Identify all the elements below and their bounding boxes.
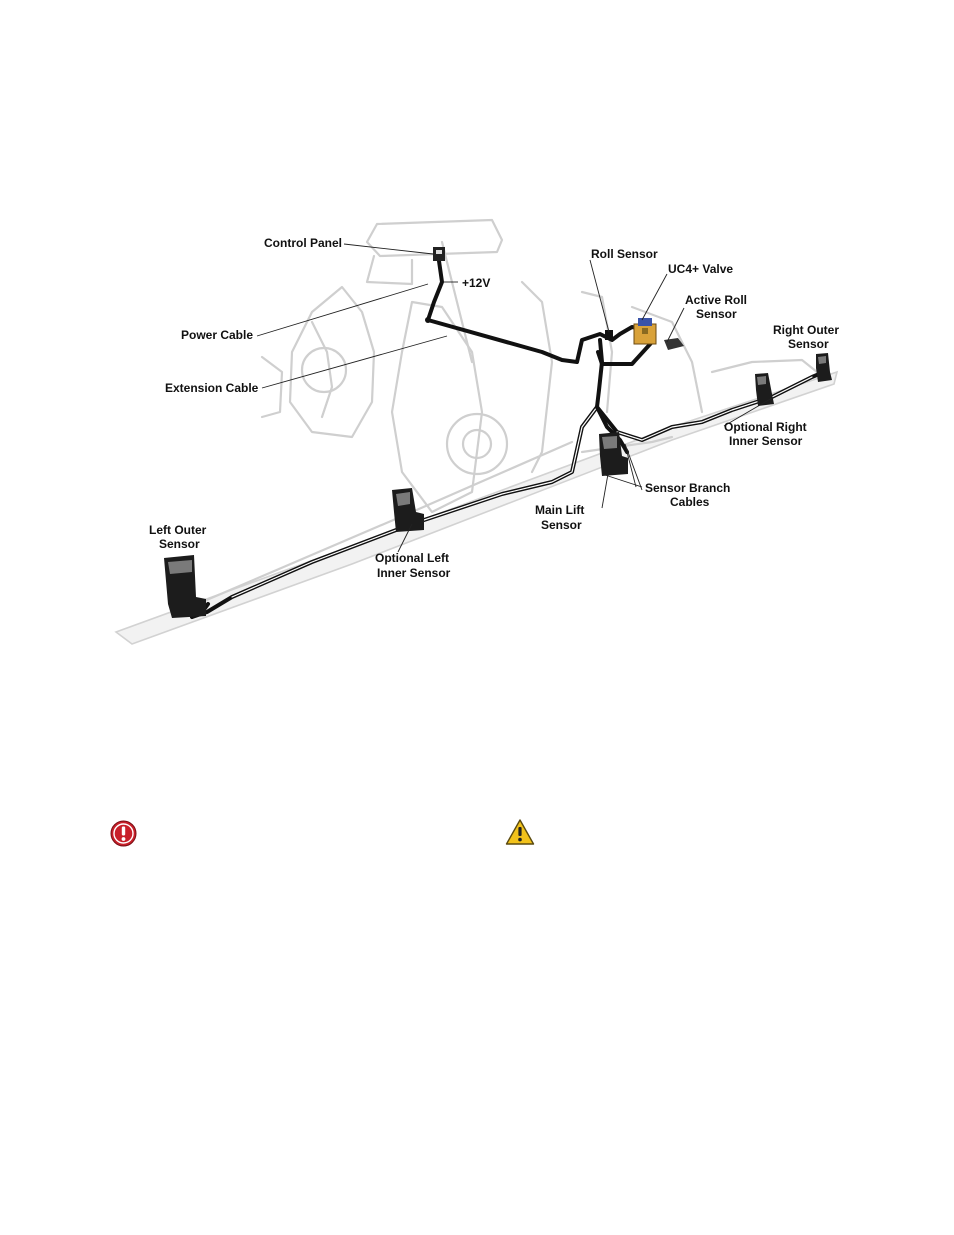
label-branch-2: Cables <box>670 495 710 509</box>
sensor-layout-diagram: Control Panel +12V Power Cable Extension… <box>112 212 842 652</box>
label-active-roll-2: Sensor <box>696 307 737 321</box>
junction-connector <box>425 317 431 323</box>
label-optional-left-1: Optional Left <box>375 551 449 565</box>
warning-triangle-icon <box>505 818 535 846</box>
label-right-outer-2: Sensor <box>788 337 829 351</box>
optional-right-inner-sensor <box>755 373 774 406</box>
label-extension-cable: Extension Cable <box>165 381 259 395</box>
label-optional-right-2: Inner Sensor <box>729 434 803 448</box>
label-roll-sensor: Roll Sensor <box>591 247 658 261</box>
label-main-lift-2: Sensor <box>541 518 582 532</box>
label-active-roll-1: Active Roll <box>685 293 747 307</box>
exclamation-circle-icon <box>110 820 137 847</box>
label-main-lift-1: Main Lift <box>535 503 584 517</box>
label-uc4-valve: UC4+ Valve <box>668 262 733 276</box>
label-optional-right-1: Optional Right <box>724 420 807 434</box>
label-right-outer-1: Right Outer <box>773 323 839 337</box>
label-left-outer-1: Left Outer <box>149 523 207 537</box>
label-branch-1: Sensor Branch <box>645 481 730 495</box>
label-power-cable: Power Cable <box>181 328 253 342</box>
uc4-valve-unit <box>634 318 656 344</box>
label-12v: +12V <box>462 276 490 290</box>
label-control-panel: Control Panel <box>264 236 342 250</box>
left-outer-sensor <box>164 555 206 618</box>
label-optional-left-2: Inner Sensor <box>377 566 451 580</box>
label-left-outer-2: Sensor <box>159 537 200 551</box>
right-outer-sensor <box>816 353 832 382</box>
